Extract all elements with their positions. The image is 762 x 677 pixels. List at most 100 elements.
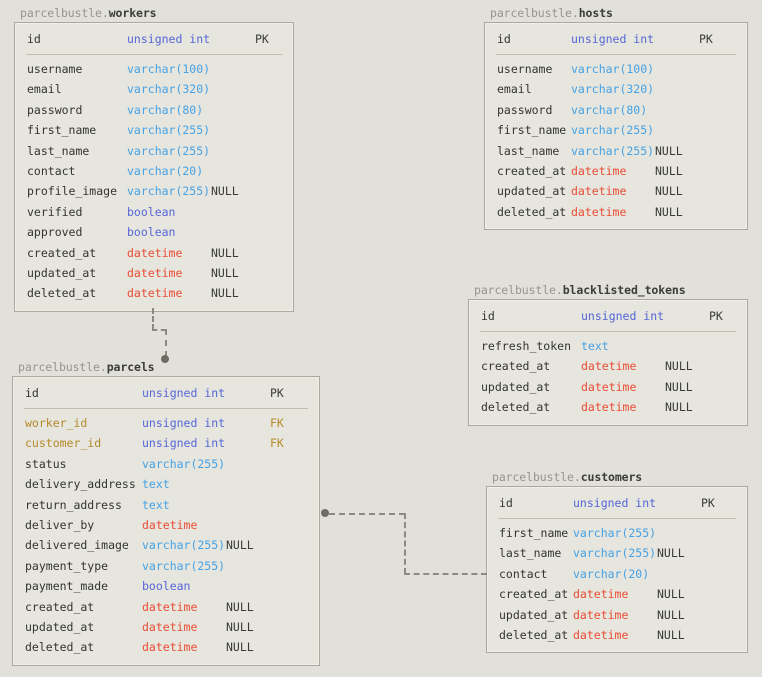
column-name: first_name	[499, 526, 569, 540]
column-row[interactable]: first_name varchar(255)	[487, 523, 747, 543]
column-datatype: varchar(255)	[571, 123, 655, 138]
column-name: worker_id	[25, 416, 88, 430]
column-name: deleted_at	[497, 204, 567, 219]
column-name: contact	[27, 163, 76, 178]
column-nullable-flag: NULL	[665, 359, 693, 374]
column-name: id	[481, 309, 495, 323]
column-datatype: datetime	[573, 607, 629, 622]
column-name: created_at	[497, 163, 567, 178]
primary-key-badge: PK	[699, 32, 713, 46]
column-datatype: unsigned int	[571, 32, 655, 46]
column-name: deleted_at	[481, 400, 551, 415]
column-name: contact	[499, 566, 548, 581]
column-datatype: datetime	[127, 286, 183, 301]
column-datatype: varchar(255)	[573, 526, 657, 540]
entity-title-workers: parcelbustle.workers	[14, 6, 294, 20]
column-datatype: boolean	[127, 204, 176, 219]
column-datatype: varchar(255)	[571, 143, 655, 158]
column-nullable-flag: NULL	[211, 286, 239, 301]
column-nullable-flag: NULL	[657, 546, 685, 561]
column-datatype: varchar(80)	[571, 102, 648, 117]
column-name: created_at	[499, 587, 569, 602]
column-row-primary-key[interactable]: id unsigned int PK	[485, 28, 747, 51]
entity-name-label: blacklisted_tokens	[562, 283, 686, 297]
column-name: deleted_at	[27, 286, 97, 301]
entity-title-hosts: parcelbustle.hosts	[484, 6, 748, 20]
column-nullable-flag: NULL	[655, 204, 683, 219]
header-separator	[496, 54, 736, 55]
column-nullable-flag: NULL	[226, 640, 254, 655]
column-name: payment_type	[25, 558, 109, 573]
entity-table-hosts[interactable]: parcelbustle.hosts id unsigned int PK userna…	[484, 6, 748, 231]
column-datatype: datetime	[581, 400, 637, 415]
column-datatype: varchar(100)	[571, 62, 655, 76]
column-datatype: unsigned int	[581, 309, 665, 323]
column-datatype: varchar(255)	[127, 123, 211, 138]
column-name: updated_at	[25, 619, 95, 634]
column-datatype: unsigned int	[573, 496, 657, 510]
column-name: created_at	[481, 359, 551, 374]
entity-name-label: parcels	[106, 360, 155, 374]
column-datatype: datetime	[581, 379, 637, 394]
column-name: delivered_image	[25, 538, 129, 553]
column-row-primary-key[interactable]: id unsigned int PK	[469, 305, 747, 328]
primary-key-badge: PK	[709, 309, 723, 323]
entity-name-label: customers	[580, 470, 643, 484]
column-nullable-flag: NULL	[211, 265, 239, 280]
entity-name-label: workers	[108, 6, 157, 20]
column-row[interactable]: deleted_at datetime NULL	[15, 283, 293, 303]
entity-title-customers: parcelbustle.customers	[486, 470, 748, 484]
column-name: id	[497, 32, 511, 46]
